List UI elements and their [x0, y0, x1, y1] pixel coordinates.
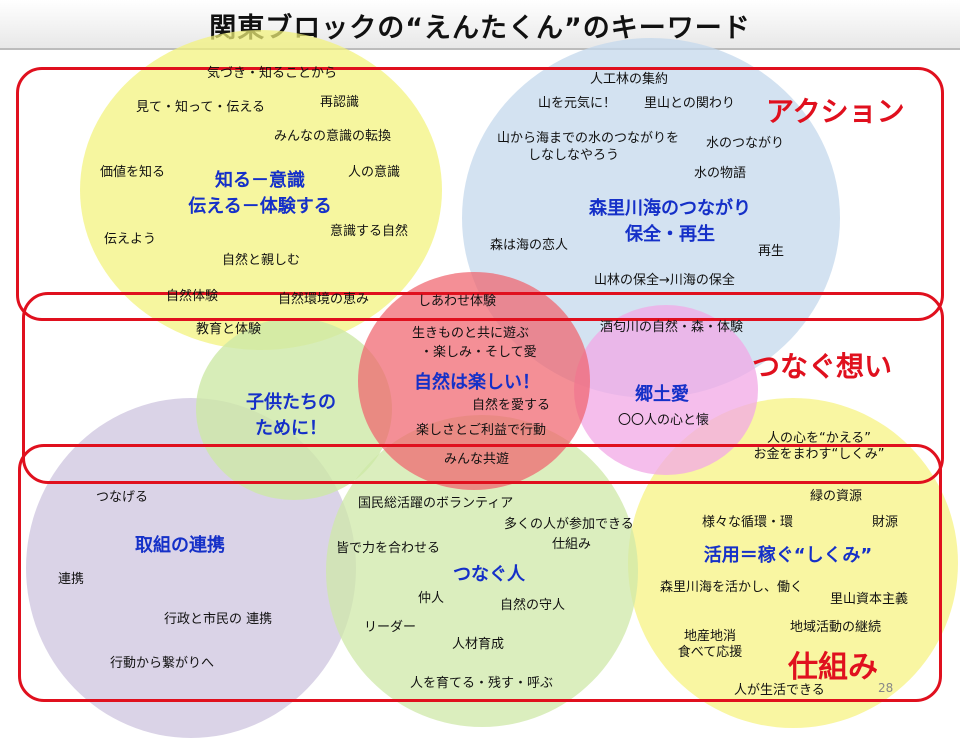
keyword: 再認識 — [320, 95, 360, 110]
heading-line: 活用＝稼ぐ“しくみ” — [703, 545, 873, 566]
keyword: 国民総活躍のボランティア — [358, 496, 514, 511]
keyword: 連携 — [58, 572, 85, 587]
heading-line: 森里川海のつながり — [589, 198, 751, 219]
keyword: 地域活動の継続 — [790, 620, 882, 635]
keyword: 意識する自然 — [330, 224, 409, 239]
keyword: 仕組み — [552, 537, 592, 552]
band-label-mechanism: 仕組み — [788, 650, 878, 685]
keyword: 多くの人が参加できる — [504, 517, 634, 532]
keyword: 里山との関わり — [644, 96, 735, 111]
heading-fun: 自然は楽しい！ — [392, 370, 562, 396]
keyword: 財源 — [872, 515, 899, 530]
page-title: 関東ブロックの“えんたくん”のキーワード — [209, 13, 751, 44]
circle-fun — [358, 272, 590, 490]
keyword: 皆で力を合わせる — [336, 541, 441, 556]
heading-line: 子供たちの — [246, 392, 336, 413]
heading-line: 知る－意識 — [215, 170, 305, 191]
keyword: 再生 — [758, 244, 785, 259]
keyword: 自然を愛する — [472, 398, 551, 413]
keyword: 自然環境の恵み — [278, 292, 370, 307]
keyword: 里山資本主義 — [830, 592, 909, 607]
page-number: 28 — [878, 681, 894, 695]
keyword: 生きものと共に遊ぶ — [412, 326, 530, 341]
band-label-feelings: つなぐ想い — [752, 350, 893, 383]
keyword: 様々な循環・環 — [702, 515, 794, 530]
title-bar: 関東ブロックの“えんたくん”のキーワード — [0, 0, 960, 50]
keyword-line: 地産地消 — [683, 629, 736, 644]
keyword: 森里川海を活かし、働く — [660, 580, 804, 595]
keyword: 山林の保全→川海の保全 — [594, 273, 735, 288]
band-mechanism — [18, 444, 942, 702]
keyword: 自然の守人 — [500, 598, 566, 613]
heading-line: 伝える－体験する — [188, 196, 332, 217]
keyword: 水のつながり — [706, 136, 785, 151]
keyword: つなげる — [96, 490, 149, 505]
keyword: 教育と体験 — [196, 322, 262, 337]
band-feelings — [22, 292, 944, 484]
keyword: 山を元気に！ — [538, 96, 617, 111]
circle-children — [196, 318, 392, 500]
heading-children: 子供たちの ために！ — [216, 390, 366, 442]
keyword: 人を育てる・残す・呼ぶ — [410, 676, 554, 691]
keyword-line: 人の心を“かえる” — [766, 431, 872, 446]
keyword: 見て・知って・伝える — [136, 100, 265, 115]
keyword: みんなの意識の転換 — [274, 129, 392, 144]
keyword: 価値を知る — [100, 165, 166, 180]
heading-line: 保全・再生 — [625, 224, 715, 245]
heading-connect: つなぐ人 — [434, 562, 544, 588]
keyword: 気づき・知ることから — [207, 66, 338, 81]
heading-know: 知る－意識 伝える－体験する — [165, 168, 355, 220]
circle-know — [80, 30, 442, 350]
keyword: 水の物語 — [694, 166, 747, 181]
heading-home: 郷土愛 — [614, 382, 710, 408]
keyword: 行政と市民の 連携 — [164, 612, 273, 627]
heading-line: つなぐ人 — [453, 564, 525, 585]
keyword: 自然と親しむ — [222, 253, 301, 268]
heading-forest: 森里川海のつながり 保全・再生 — [560, 196, 780, 248]
band-label-action: アクション — [766, 95, 905, 128]
keyword: 人工林の集約 — [590, 72, 669, 87]
keyword-line: お金をまわす“しくみ” — [753, 447, 885, 462]
keyword: 仲人 — [418, 591, 445, 606]
keyword: 楽しさとご利益で行動 — [416, 423, 547, 438]
heading-line: 自然は楽しい！ — [414, 372, 540, 393]
keyword: リーダー — [364, 620, 417, 635]
keyword: 山から海までの水のつながりを — [497, 131, 680, 146]
keyword: 人が生活できる — [734, 683, 825, 698]
keyword: みんな共遊 — [444, 452, 510, 467]
keyword: 人の心を“かえる” お金をまわす“しくみ” — [724, 431, 914, 463]
heading-cooperation: 取組の連携 — [110, 533, 250, 559]
heading-use: 活用＝稼ぐ“しくみ” — [680, 543, 896, 569]
keyword: 伝えよう — [104, 232, 157, 247]
keyword: しなしなやろう — [528, 148, 620, 163]
band-action — [16, 67, 944, 321]
keyword: ・楽しみ・そして愛 — [420, 345, 537, 360]
keyword: 地産地消 食べて応援 — [662, 629, 758, 661]
keyword: 行動から繋がりへ — [110, 656, 215, 671]
keyword: 人の意識 — [348, 165, 401, 180]
keyword: 森は海の恋人 — [490, 238, 569, 253]
keyword: しあわせ体験 — [418, 294, 497, 309]
keyword: 自然体験 — [166, 289, 219, 304]
keyword: 人材育成 — [452, 637, 505, 652]
keyword: 〇〇人の心と懐 — [618, 413, 710, 428]
heading-line: ために！ — [255, 418, 327, 439]
heading-line: 取組の連携 — [135, 535, 225, 556]
keyword: 酒匂川の自然・森・体験 — [600, 320, 744, 335]
keyword-line: 食べて応援 — [677, 645, 743, 660]
keyword: 緑の資源 — [810, 489, 863, 504]
heading-line: 郷土愛 — [635, 384, 689, 405]
